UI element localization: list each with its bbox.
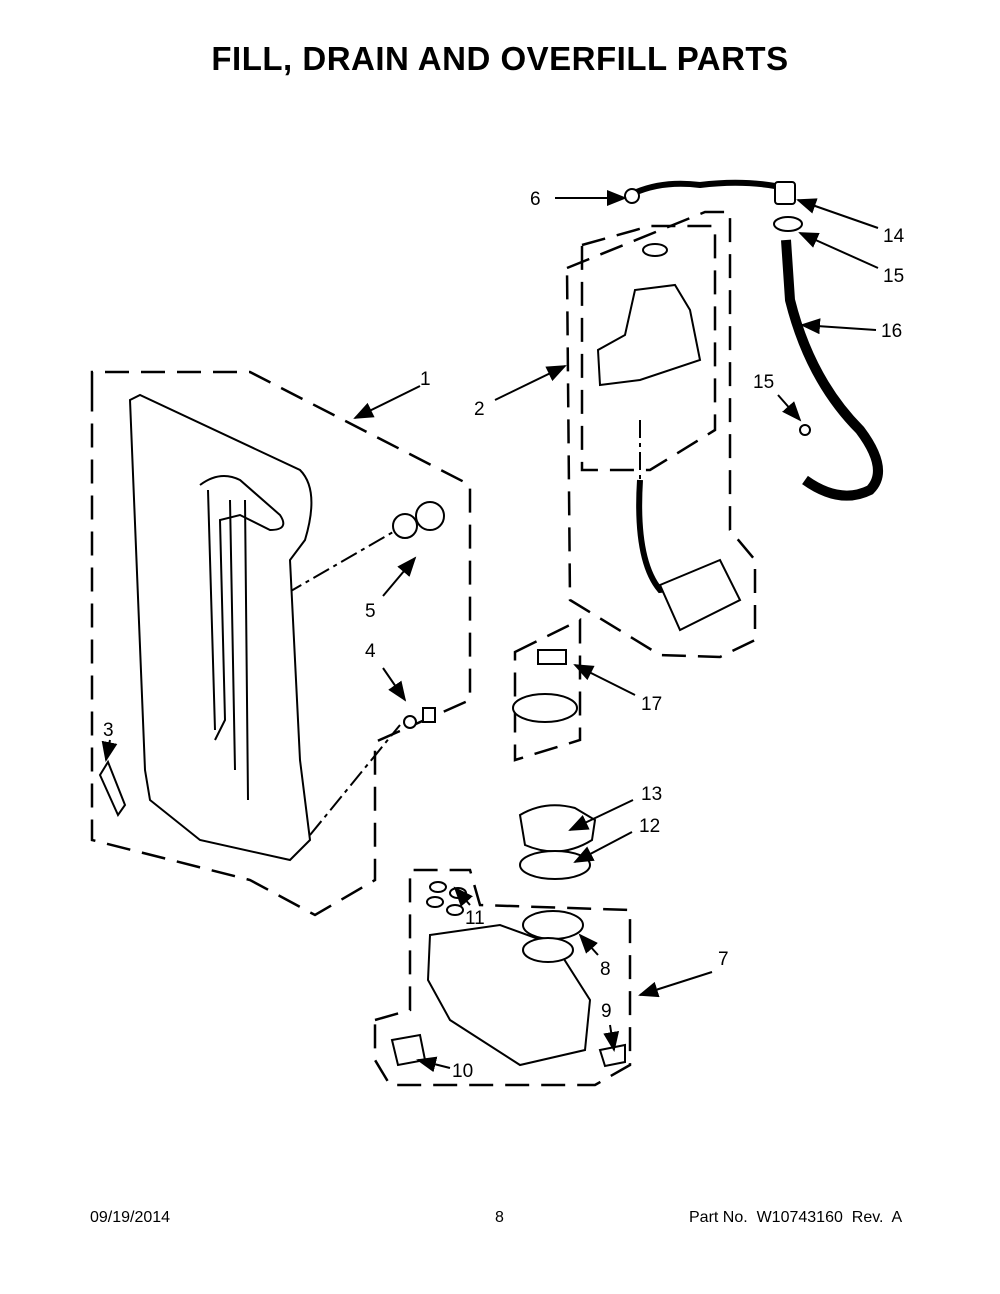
part-13 xyxy=(518,804,597,853)
group-box-1 xyxy=(90,370,472,917)
footer-page-number: 8 xyxy=(495,1209,504,1226)
part-16-hose xyxy=(781,239,883,501)
part-11 xyxy=(426,881,467,916)
group-box-7 xyxy=(373,868,632,1087)
part-2-bracket xyxy=(658,558,742,632)
callout-7: 7 xyxy=(718,949,729,970)
part-2-ring xyxy=(642,243,668,257)
callout-16: 16 xyxy=(881,321,902,342)
group-box-2-inner xyxy=(580,224,717,472)
part-2-valve xyxy=(596,283,702,387)
part-17 xyxy=(537,649,567,665)
callout-11: 11 xyxy=(465,908,485,929)
callout-8: 8 xyxy=(600,959,611,980)
part-3 xyxy=(98,759,127,818)
callout-17: 17 xyxy=(641,694,662,715)
part-1-panel xyxy=(128,393,313,862)
callout-1: 1 xyxy=(420,369,431,390)
callout-10: 10 xyxy=(452,1061,473,1082)
callout-9: 9 xyxy=(601,1001,612,1022)
part-12 xyxy=(519,850,591,880)
callout-14: 14 xyxy=(883,226,905,247)
callout-4: 4 xyxy=(365,641,376,662)
group-box-17 xyxy=(513,617,582,762)
part-9 xyxy=(598,1043,626,1068)
callout-13: 13 xyxy=(641,784,662,805)
part-15 xyxy=(773,216,803,232)
page-title: FILL, DRAIN AND OVERFILL PARTS xyxy=(211,40,789,77)
footer-part-number: Part No. W10743160 Rev. A xyxy=(689,1209,903,1226)
part-6 xyxy=(628,179,776,198)
callout-6: 6 xyxy=(530,189,541,210)
group-box-2 xyxy=(565,210,757,659)
footer-date: 09/19/2014 xyxy=(90,1209,171,1226)
callout-3: 3 xyxy=(103,720,114,741)
part-15-lower xyxy=(799,424,811,436)
part-4 xyxy=(403,715,417,729)
callout-15: 15 xyxy=(883,266,904,287)
callout-12: 12 xyxy=(639,816,660,837)
callout-5: 5 xyxy=(365,601,376,622)
part-8 xyxy=(522,910,584,940)
part-14 xyxy=(774,181,796,205)
callout-15-lower: 15 xyxy=(753,372,774,393)
part-5 xyxy=(392,513,418,539)
callout-2: 2 xyxy=(474,399,485,420)
